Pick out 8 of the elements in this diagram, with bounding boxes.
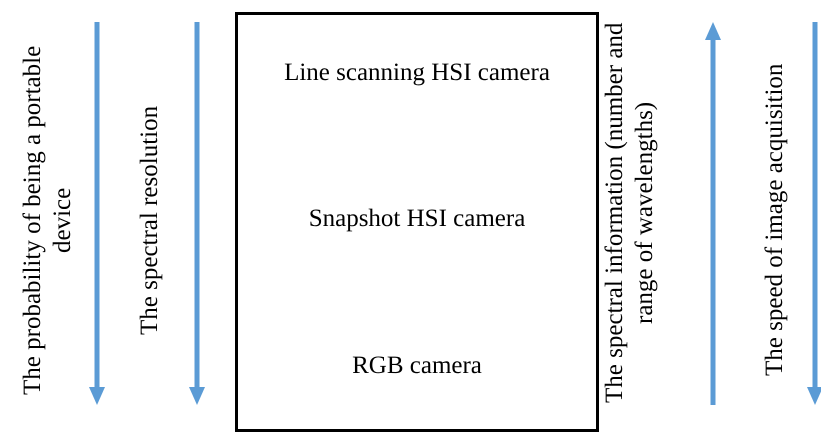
axis-label: The spectral resolution: [135, 104, 164, 337]
axis-label: The speed of image acquisition: [760, 62, 789, 378]
camera-box: [235, 12, 599, 432]
axis-label: The spectral information (number and range of wavelengths): [600, 21, 659, 405]
camera-type-label: Line scanning HSI camera: [284, 59, 550, 87]
axis-label: The probability of being a portable device: [18, 44, 77, 397]
camera-type-label: Snapshot HSI camera: [308, 205, 526, 233]
camera-type-label: RGB camera: [352, 352, 482, 380]
